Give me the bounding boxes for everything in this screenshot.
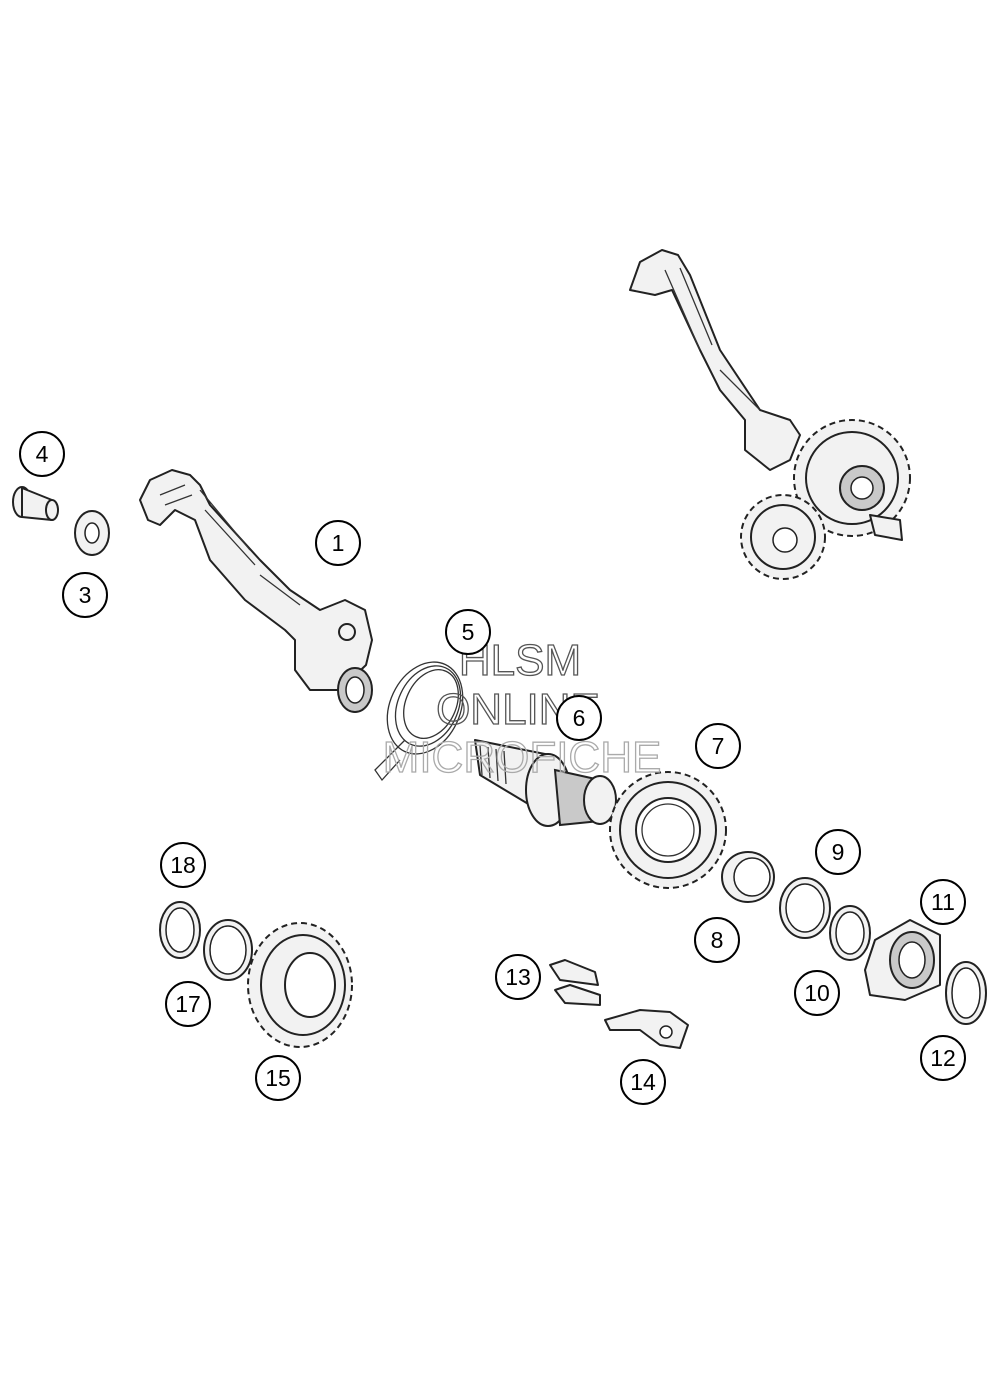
callout-6: 6 [556, 695, 602, 741]
assembly-view [629, 249, 911, 580]
callout-label-17: 17 [175, 991, 201, 1017]
callout-label-13: 13 [505, 964, 531, 990]
watermark: HLSM ONLINE MICROFICHE [382, 635, 662, 782]
part-11-ratchet [864, 919, 941, 1001]
callout-3: 3 [62, 572, 108, 618]
part-12-snap-ring [945, 961, 987, 1025]
part-1-kick-lever [139, 469, 373, 713]
callout-label-7: 7 [712, 733, 725, 759]
part-15-idler-gear [247, 922, 353, 1048]
part-9-ring [779, 877, 831, 939]
callout-15: 15 [255, 1055, 301, 1101]
callout-label-6: 6 [573, 705, 586, 731]
part-14-bracket [604, 1009, 689, 1049]
callout-4: 4 [19, 431, 65, 477]
part-3-washer [74, 510, 110, 556]
callout-label-3: 3 [79, 582, 92, 608]
callout-label-11: 11 [931, 889, 955, 915]
callout-label-12: 12 [930, 1045, 956, 1071]
part-13-bolts [549, 959, 601, 1006]
part-4-bolt [12, 486, 59, 521]
callout-label-14: 14 [630, 1069, 656, 1095]
callout-label-1: 1 [332, 530, 345, 556]
callout-12: 12 [920, 1035, 966, 1081]
callout-7: 7 [695, 723, 741, 769]
part-10-circlip [829, 905, 871, 961]
part-8-bushing [721, 851, 775, 903]
callout-label-18: 18 [170, 852, 196, 878]
callout-17: 17 [165, 981, 211, 1027]
callout-10: 10 [794, 970, 840, 1016]
callout-label-9: 9 [832, 839, 845, 865]
callout-18: 18 [160, 842, 206, 888]
part-7-gear [609, 771, 727, 889]
callout-1: 1 [315, 520, 361, 566]
callout-label-15: 15 [265, 1065, 291, 1091]
callout-8: 8 [694, 917, 740, 963]
part-5-spring [374, 661, 464, 782]
callout-11: 11 [920, 879, 966, 925]
callout-label-8: 8 [711, 927, 724, 953]
part-17-ring [203, 919, 253, 981]
callout-label-5: 5 [462, 619, 475, 645]
callout-5: 5 [445, 609, 491, 655]
callout-label-10: 10 [804, 980, 830, 1006]
part-18-circlip [159, 901, 201, 959]
callout-14: 14 [620, 1059, 666, 1105]
callout-9: 9 [815, 829, 861, 875]
callout-13: 13 [495, 954, 541, 1000]
watermark-line-3: MICROFICHE [383, 733, 662, 782]
callout-label-4: 4 [36, 441, 49, 467]
